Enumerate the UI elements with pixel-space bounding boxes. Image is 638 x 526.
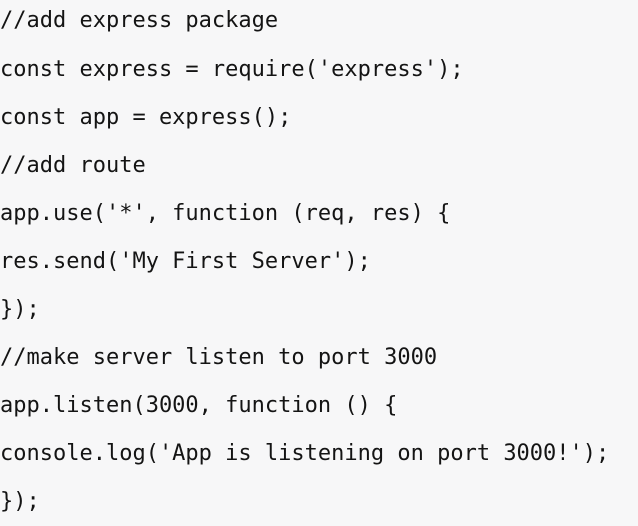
code-line-8[interactable]: //make server listen to port 3000 [0, 345, 438, 370]
code-line-5[interactable]: app.use('*', function (req, res) { [0, 201, 451, 226]
code-line-1[interactable]: //add express package [0, 8, 279, 33]
code-line-11[interactable]: }); [0, 489, 40, 514]
code-line-6[interactable]: res.send('My First Server'); [0, 249, 371, 274]
code-line-4[interactable]: //add route [0, 153, 146, 178]
code-line-9[interactable]: app.listen(3000, function () { [0, 393, 398, 418]
code-line-10[interactable]: console.log('App is listening on port 30… [0, 441, 610, 466]
code-line-2[interactable]: const express = require('express'); [0, 57, 464, 82]
code-line-3[interactable]: const app = express(); [0, 105, 292, 130]
code-line-7[interactable]: }); [0, 297, 40, 322]
